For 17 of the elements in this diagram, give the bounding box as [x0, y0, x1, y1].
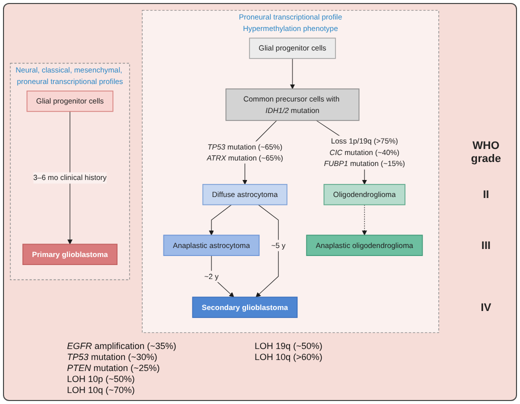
- arrow: [67, 111, 72, 244]
- arrow: [256, 204, 279, 298]
- annotation-text: PTEN mutation (~25%): [66, 363, 161, 374]
- grade-label: II: [482, 189, 490, 202]
- arrow: [290, 58, 295, 90]
- annotation-text: EGFR amplification (~35%): [66, 341, 176, 352]
- annotation-text: LOH 19q (~50%): [254, 341, 322, 352]
- annotation-text: LOH 10p (~50%): [66, 374, 136, 385]
- grade-label: III: [480, 240, 492, 253]
- arrow: [362, 204, 367, 236]
- annotation-text: TP53 mutation (~30%): [66, 352, 158, 363]
- grade-label: IV: [480, 302, 492, 315]
- annotation-text: LOH 10q (~70%): [66, 385, 136, 396]
- arrow: [211, 255, 234, 298]
- annotation-text: LOH 10q (>60%): [254, 352, 322, 363]
- column-heading: WHO grade: [470, 140, 502, 166]
- arrow: [208, 204, 232, 236]
